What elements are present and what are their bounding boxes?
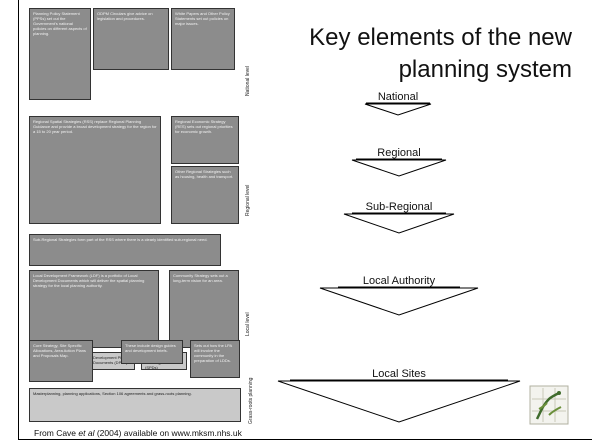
source-citation-suffix: (2004) available on www.mksm.nhs.uk bbox=[94, 428, 242, 438]
level-label-regional: Regional bbox=[377, 147, 421, 159]
doc-box-other-regional: Other Regional Strategies such as housin… bbox=[171, 166, 239, 224]
doc-box-design-guides: These include design guides and developm… bbox=[121, 340, 183, 364]
doc-box-text: White Papers and Other Policy Statements… bbox=[175, 11, 230, 26]
slide-frame-left bbox=[18, 0, 19, 440]
doc-box-rss: Regional Spatial Strategies (RSS) replac… bbox=[29, 116, 161, 224]
doc-box-text: Development Plan Documents (DPDs) bbox=[93, 355, 128, 365]
doc-box-community-strategy: Community Strategy sets out a long-term … bbox=[169, 270, 239, 348]
level-label-local-authority: Local Authority bbox=[362, 275, 436, 287]
doc-box-text: Regional Economic Strategy (RES) sets ou… bbox=[175, 119, 233, 134]
slide-title-line-1: Key elements of the new bbox=[309, 24, 572, 51]
doc-box-sci-detail: Sets out how the LPA will involve the co… bbox=[190, 340, 240, 378]
doc-box-text: Sets out how the LPA will involve the co… bbox=[194, 343, 232, 363]
doc-box-text: Sub-Regional Strategies form part of the… bbox=[33, 237, 208, 242]
doc-box-text: Other Regional Strategies such as housin… bbox=[175, 169, 234, 179]
doc-box-ldf: Local Development Framework (LDF) is a p… bbox=[29, 270, 159, 348]
doc-box-text: These include design guides and developm… bbox=[125, 343, 176, 353]
level-label-national: National bbox=[377, 91, 419, 103]
doc-box-text: Regional Spatial Strategies (RSS) replac… bbox=[33, 119, 157, 134]
sub-regional-triangle bbox=[343, 213, 455, 234]
doc-box-text: Core Strategy, Site Specific Allocations… bbox=[33, 343, 86, 358]
nhs-logo-icon bbox=[529, 385, 569, 425]
doc-box-text: Planning Policy Statement (PPSs) set out… bbox=[33, 11, 87, 36]
slide-title-line-2: planning system bbox=[398, 56, 572, 83]
doc-box-sub-regional: Sub-Regional Strategies form part of the… bbox=[29, 234, 221, 266]
doc-box-res: Regional Economic Strategy (RES) sets ou… bbox=[171, 116, 239, 164]
doc-box-text: ODPM Circulars give advice on legislatio… bbox=[97, 11, 153, 21]
level-label-sub-regional: Sub-Regional bbox=[365, 201, 433, 213]
source-citation: From Cave et al (2004) available on www.… bbox=[34, 428, 242, 438]
source-citation-prefix: From Cave bbox=[34, 428, 79, 438]
doc-box-pps: Planning Policy Statement (PPSs) set out… bbox=[29, 8, 91, 100]
local-sites-triangle bbox=[277, 380, 521, 423]
local-authority-triangle bbox=[319, 287, 479, 316]
doc-box-text: Local Development Framework (LDF) is a p… bbox=[33, 273, 145, 288]
doc-box-core-strategy-detail: Core Strategy, Site Specific Allocations… bbox=[29, 340, 93, 382]
doc-box-circulars: ODPM Circulars give advice on legislatio… bbox=[93, 8, 169, 70]
doc-box-grass-roots: Masterplanning, planning applications, S… bbox=[29, 388, 241, 422]
level-label-local-sites: Local Sites bbox=[372, 368, 426, 380]
regional-triangle bbox=[351, 159, 447, 177]
slide-frame-bottom bbox=[18, 439, 592, 440]
planning-system-document-diagram: Planning Policy Statement (PPSs) set out… bbox=[25, 6, 265, 426]
source-citation-italic: et al bbox=[78, 428, 95, 438]
national-triangle bbox=[364, 103, 432, 116]
doc-box-white-papers: White Papers and Other Policy Statements… bbox=[171, 8, 235, 70]
doc-box-text: Community Strategy sets out a long-term … bbox=[173, 273, 228, 283]
doc-box-text: Masterplanning, planning applications, S… bbox=[33, 391, 192, 396]
